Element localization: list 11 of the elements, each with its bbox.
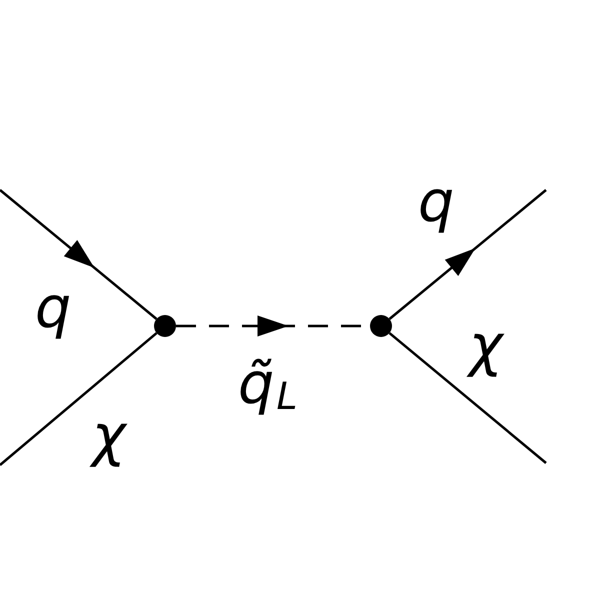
edge-label: χ <box>469 318 503 375</box>
edge-label: q <box>35 280 72 337</box>
line <box>388 332 547 464</box>
arrow <box>0 189 158 320</box>
line <box>0 332 158 466</box>
vertex-dot <box>370 315 392 337</box>
edge-label: q <box>418 174 454 231</box>
edge-label: χ <box>92 408 126 465</box>
edge-label: q̃$_{L}$ <box>238 356 298 413</box>
arrow <box>388 189 547 320</box>
vertex-dot <box>154 315 176 337</box>
